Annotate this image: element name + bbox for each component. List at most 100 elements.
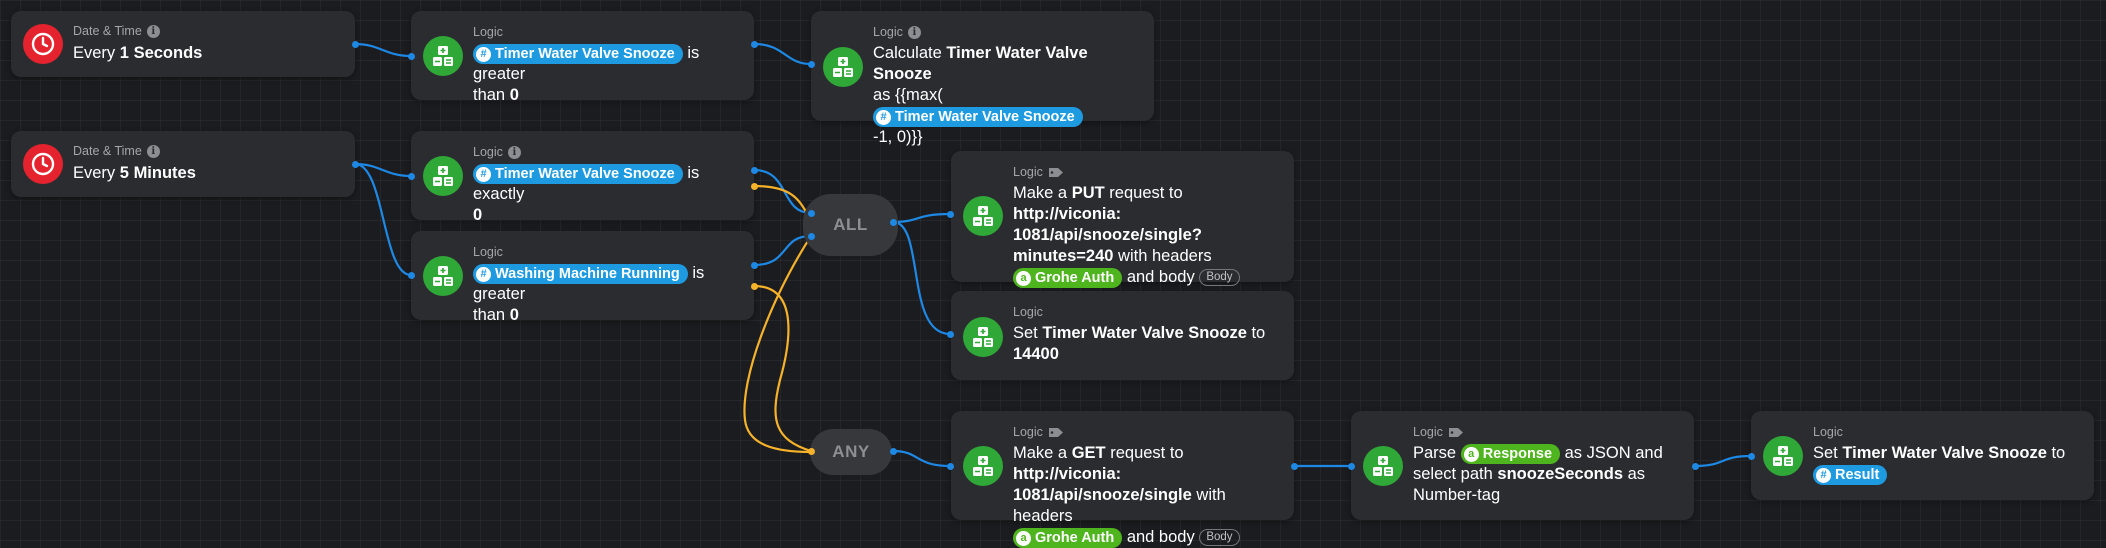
- tag-icon[interactable]: [1048, 427, 1064, 438]
- request-url: http://viconia:: [1013, 465, 1122, 483]
- http-method: GET: [1071, 444, 1106, 462]
- input-port[interactable]: [947, 463, 954, 470]
- output-port[interactable]: [890, 219, 897, 226]
- output-type: Number-tag: [1413, 486, 1501, 504]
- input-port[interactable]: [1748, 453, 1755, 460]
- logic-icon: [963, 196, 1003, 236]
- condition-operator: is exactly: [473, 164, 700, 203]
- target-variable: Timer Water Valve Snooze: [873, 44, 1088, 83]
- input-port[interactable]: [808, 233, 815, 240]
- action-card-get-request[interactable]: Logic Make a GET request to http://vicon…: [951, 411, 1294, 548]
- output-port[interactable]: [352, 41, 359, 48]
- output-port[interactable]: [890, 448, 897, 455]
- json-path: snoozeSeconds: [1497, 465, 1624, 483]
- info-icon[interactable]: i: [146, 144, 160, 158]
- text-icon: a: [1016, 530, 1031, 546]
- action-card-set-result[interactable]: Logic Set Timer Water Valve Snooze to #R…: [1751, 411, 2094, 500]
- variable-token[interactable]: #Timer Water Valve Snooze: [873, 107, 1083, 127]
- variable-token[interactable]: #Washing Machine Running: [473, 264, 688, 284]
- body-placeholder[interactable]: Body: [1199, 529, 1240, 546]
- condition-card-snooze-greater-than[interactable]: Logic #Timer Water Valve Snooze is great…: [411, 11, 754, 104]
- connection-wires: [354, 42, 1752, 468]
- input-port[interactable]: [408, 173, 415, 180]
- output-port[interactable]: [352, 161, 359, 168]
- condition-card-washing-machine[interactable]: Logic #Washing Machine Running is greate…: [411, 231, 754, 324]
- true-output-port[interactable]: [751, 167, 758, 174]
- http-method: PUT: [1071, 184, 1105, 202]
- interval-value: 5: [119, 164, 129, 182]
- input-port[interactable]: [808, 61, 815, 68]
- input-port[interactable]: [947, 211, 954, 218]
- text-icon: a: [1463, 446, 1479, 462]
- logic-icon: [823, 47, 863, 87]
- output-port[interactable]: [1692, 463, 1699, 470]
- card-title: Logic: [1013, 165, 1043, 179]
- tag-icon[interactable]: [1048, 167, 1064, 178]
- action-card-set-snooze[interactable]: Logic Set Timer Water Valve Snooze to 14…: [951, 291, 1294, 380]
- logic-icon: [963, 446, 1003, 486]
- text-icon: a: [1016, 270, 1031, 286]
- interval-unit: Seconds: [133, 44, 203, 62]
- variable-token[interactable]: #Timer Water Valve Snooze: [473, 164, 683, 184]
- info-icon[interactable]: i: [507, 145, 521, 159]
- clock-icon: [23, 144, 63, 184]
- card-title: Logic: [1413, 425, 1443, 439]
- hash-icon: #: [476, 46, 491, 62]
- input-port[interactable]: [808, 448, 815, 455]
- result-token[interactable]: #Result: [1813, 465, 1888, 485]
- logic-icon: [423, 36, 463, 76]
- input-port[interactable]: [408, 272, 415, 279]
- true-output-port[interactable]: [751, 262, 758, 269]
- variable-token[interactable]: #Timer Water Valve Snooze: [473, 44, 683, 64]
- card-title: Logic: [473, 25, 503, 39]
- card-title: Logic: [1813, 425, 1843, 439]
- false-output-port[interactable]: [751, 283, 758, 290]
- hash-icon: #: [876, 109, 891, 125]
- output-port[interactable]: [1291, 463, 1298, 470]
- input-port[interactable]: [947, 331, 954, 338]
- all-gate[interactable]: ALL: [803, 194, 898, 256]
- condition-operator: is greater: [473, 44, 700, 83]
- action-card-put-request[interactable]: Logic Make a PUT request to http://vicon…: [951, 151, 1294, 288]
- card-title: Logic: [873, 25, 903, 39]
- condition-value: 0: [509, 306, 519, 324]
- logic-icon: [1363, 446, 1403, 486]
- target-variable: Timer Water Valve Snooze: [1842, 444, 2047, 462]
- output-port[interactable]: [751, 41, 758, 48]
- interval-value: 1: [119, 44, 129, 62]
- info-icon[interactable]: i: [907, 25, 921, 39]
- card-title: Date & Time: [73, 144, 142, 158]
- condition-value: 0: [473, 206, 483, 224]
- card-title: Logic: [1013, 425, 1043, 439]
- hash-icon: #: [1816, 467, 1831, 483]
- card-title: Logic: [1013, 305, 1043, 319]
- info-icon[interactable]: i: [146, 24, 160, 38]
- request-url: http://viconia:: [1013, 205, 1122, 223]
- input-port[interactable]: [1348, 463, 1355, 470]
- set-value: 14400: [1013, 345, 1059, 363]
- hash-icon: #: [476, 166, 491, 182]
- any-gate[interactable]: ANY: [810, 429, 892, 475]
- trigger-card-every-1-seconds[interactable]: Date & Time i Every 1 Seconds: [11, 11, 355, 77]
- hash-icon: #: [476, 266, 491, 282]
- interval-prefix: Every: [73, 44, 116, 62]
- target-variable: Timer Water Valve Snooze: [1042, 324, 1247, 342]
- card-title: Date & Time: [73, 24, 142, 38]
- clock-icon: [23, 24, 63, 64]
- input-port[interactable]: [808, 210, 815, 217]
- tag-icon[interactable]: [1448, 427, 1464, 438]
- condition-value: 0: [509, 86, 519, 104]
- interval-prefix: Every: [73, 164, 116, 182]
- condition-operator: is greater: [473, 264, 705, 303]
- input-port[interactable]: [408, 53, 415, 60]
- card-title: Logic: [473, 245, 503, 259]
- body-placeholder[interactable]: Body: [1199, 269, 1240, 286]
- false-output-port[interactable]: [751, 183, 758, 190]
